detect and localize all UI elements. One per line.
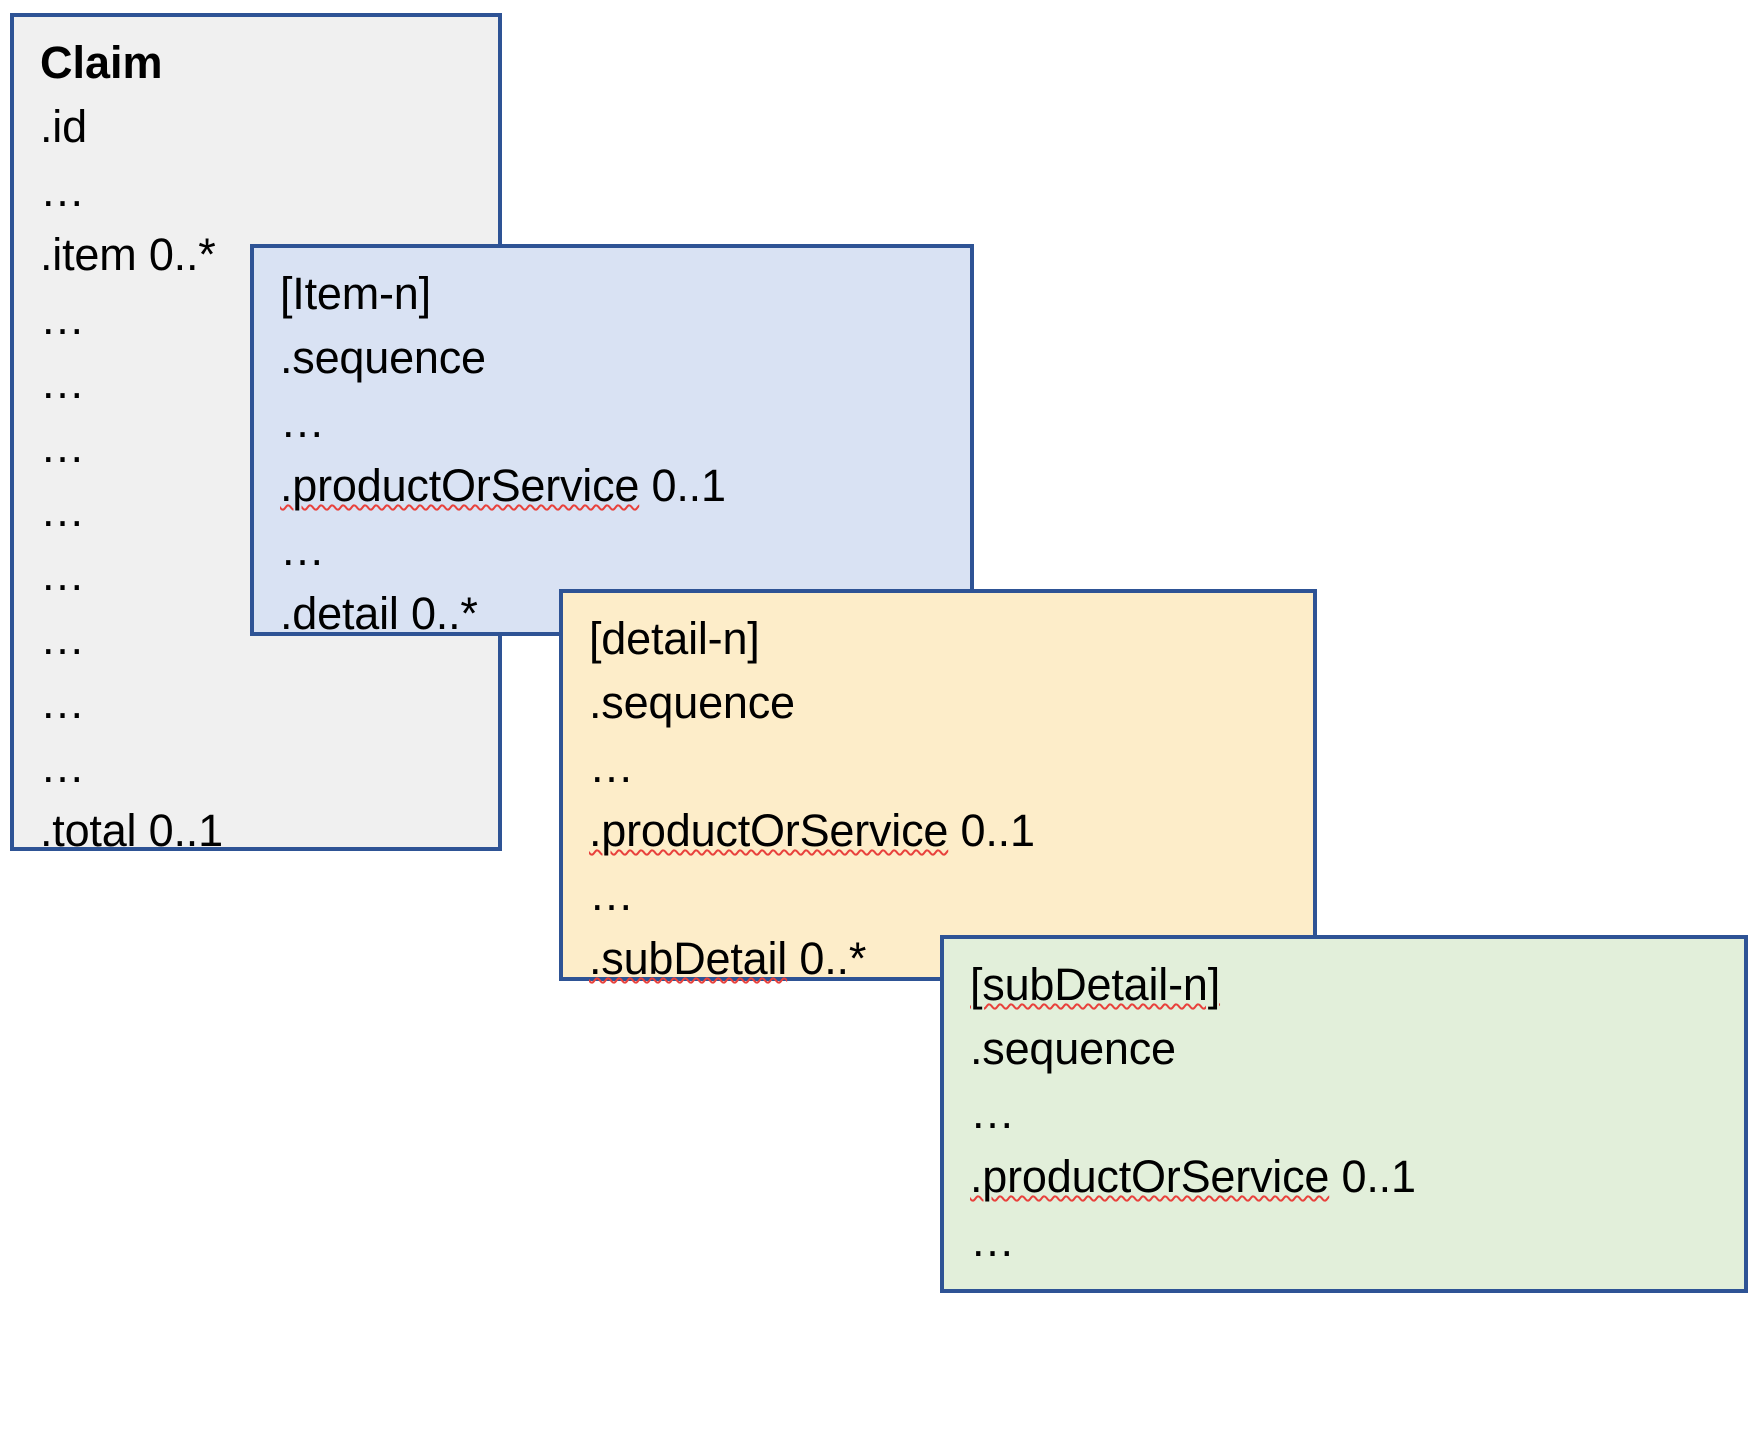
claim-ellipsis-4: … — [40, 421, 85, 472]
item-title: [Item-n] — [280, 268, 431, 319]
item-ellipsis-2: … — [280, 524, 325, 575]
detail-title: [detail-n] — [589, 613, 760, 664]
item-product-or-service-cardinality: 0..1 — [639, 460, 726, 511]
claim-field-total: .total 0..1 — [40, 805, 223, 856]
claim-ellipsis-3: … — [40, 357, 85, 408]
subdetail-ellipsis-1: … — [970, 1087, 1015, 1138]
subdetail-product-or-service-label: .productOrService — [970, 1151, 1330, 1202]
claim-ellipsis-5: … — [40, 485, 85, 536]
detail-box[interactable]: [detail-n] .sequence … .productOrService… — [559, 589, 1317, 984]
subdetail-field-sequence: .sequence — [970, 1023, 1176, 1074]
claim-ellipsis-6: … — [40, 549, 85, 600]
subdetail-box[interactable]: [subDetail-n] .sequence … .productOrServ… — [940, 935, 1748, 1293]
claim-ellipsis-2: … — [40, 293, 85, 344]
subdetail-ellipsis-2: … — [970, 1215, 1015, 1266]
item-product-or-service-label: .productOrService — [280, 460, 640, 511]
subdetail-product-or-service-cardinality: 0..1 — [1329, 1151, 1416, 1202]
item-field-detail: .detail 0..* — [280, 588, 478, 639]
claim-ellipsis-8: … — [40, 677, 85, 728]
item-ellipsis-1: … — [280, 396, 325, 447]
detail-field-subdetail: .subDetail 0..* — [589, 927, 1313, 991]
claim-field-id: .id — [40, 101, 87, 152]
subdetail-title-label: [subDetail-n] — [970, 959, 1221, 1010]
detail-subdetail-cardinality: 0..* — [787, 933, 867, 984]
subdetail-field-product-or-service: .productOrService 0..1 — [970, 1145, 1744, 1209]
detail-ellipsis-2: … — [589, 869, 634, 920]
item-box[interactable]: [Item-n] .sequence … .productOrService 0… — [250, 244, 974, 639]
detail-field-product-or-service: .productOrService 0..1 — [589, 799, 1313, 863]
detail-product-or-service-label: .productOrService — [589, 805, 949, 856]
detail-field-sequence: .sequence — [589, 677, 795, 728]
subdetail-title: [subDetail-n] — [970, 953, 1744, 1017]
item-field-product-or-service: .productOrService 0..1 — [280, 454, 970, 518]
detail-subdetail-label: .subDetail — [589, 933, 788, 984]
claim-ellipsis-9: … — [40, 741, 85, 792]
claim-ellipsis-1: … — [40, 165, 85, 216]
claim-title: Claim — [40, 37, 163, 88]
claim-ellipsis-7: … — [40, 613, 85, 664]
detail-product-or-service-cardinality: 0..1 — [948, 805, 1035, 856]
detail-ellipsis-1: … — [589, 741, 634, 792]
item-field-sequence: .sequence — [280, 332, 486, 383]
claim-field-item: .item 0..* — [40, 229, 216, 280]
